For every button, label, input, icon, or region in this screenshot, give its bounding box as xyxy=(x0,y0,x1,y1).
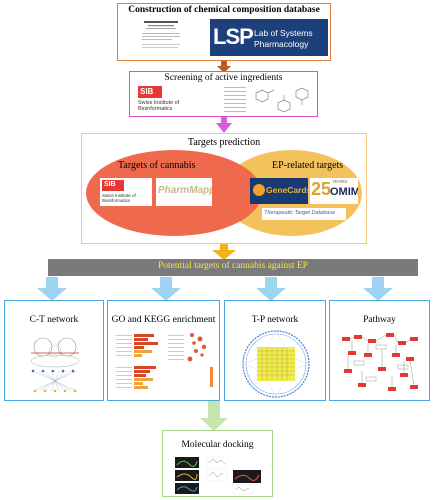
arrow-down-icon xyxy=(216,117,232,133)
ct-network-box: C-T network xyxy=(4,300,104,401)
database-box: Construction of chemical composition dat… xyxy=(117,3,331,61)
ttd-logo: Therapeutic Target Database xyxy=(262,208,346,220)
cannabis-targets-title: Targets of cannabis xyxy=(118,160,196,171)
docking-box: Molecular docking xyxy=(162,430,273,497)
pathway-thumbnail xyxy=(338,331,424,397)
arrow-down-icon xyxy=(151,277,181,301)
genecards-text: GeneCards xyxy=(266,185,308,195)
sib-mark: SIB xyxy=(104,181,116,188)
lsp-mark: LSP xyxy=(213,24,254,49)
go-kegg-thumbnail xyxy=(114,331,216,397)
go-kegg-box: GO and KEGG enrichment xyxy=(107,300,220,401)
lsp-line1: Lab of Systems xyxy=(254,28,313,38)
targets-title: Targets prediction xyxy=(187,137,261,148)
potential-targets-bar: Potential targets of cannabis against EP xyxy=(48,259,418,276)
sib-line2: Bioinformatics xyxy=(138,106,173,112)
ct-network-thumbnail xyxy=(25,331,85,397)
lsp-logo: LSP Lab of Systems Pharmacology xyxy=(210,19,328,56)
screening-box: Screening of active ingredients SIB Swis… xyxy=(129,71,318,117)
molecule-thumbnail xyxy=(222,85,314,115)
ttd-text: Therapeutic Target Database xyxy=(264,210,336,216)
lsp-line2: Pharmacology xyxy=(254,39,309,49)
genecards-logo: GeneCards xyxy=(250,178,308,204)
arrow-down-icon xyxy=(37,277,67,301)
omim-brand: OMIM xyxy=(330,186,358,198)
database-title: Construction of chemical composition dat… xyxy=(128,5,320,15)
pharmmapper-logo: PharmMapper xyxy=(156,178,212,206)
sib-logo: SIB Swiss Institute of Bioinformatics xyxy=(138,86,202,114)
arrow-down-icon xyxy=(363,277,393,301)
tp-network-title: T-P network xyxy=(251,315,299,325)
tp-network-thumbnail xyxy=(237,329,315,399)
omim-years-word: YEARS xyxy=(332,179,348,184)
pharmmapper-text: PharmMapper xyxy=(158,185,212,196)
sib-line2: Bioinformatics xyxy=(102,198,131,203)
arrow-down-icon xyxy=(256,277,286,301)
docking-thumbnail xyxy=(173,455,263,495)
screening-title: Screening of active ingredients xyxy=(164,73,283,83)
paper-thumbnail xyxy=(138,19,184,57)
ct-network-title: C-T network xyxy=(29,315,79,325)
sib-line1: Swiss Institute of xyxy=(138,100,180,106)
pathway-box: Pathway xyxy=(329,300,430,401)
arrow-down-icon xyxy=(200,401,228,431)
pathway-title: Pathway xyxy=(363,315,396,325)
tp-network-box: T-P network xyxy=(224,300,326,401)
sib-logo: SIB Swiss Institute of Bioinformatics xyxy=(100,178,152,206)
targets-box: Targets prediction Targets of cannabis E… xyxy=(81,133,367,244)
ep-targets-title: EP-related targets xyxy=(272,160,344,171)
sib-mark: SIB xyxy=(140,87,154,96)
go-kegg-title: GO and KEGG enrichment xyxy=(111,315,216,325)
sib-line1: Swiss Institute of xyxy=(102,193,136,198)
arrow-down-icon xyxy=(212,244,236,260)
omim-years-num: 25 xyxy=(311,179,332,199)
potential-targets-title: Potential targets of cannabis against EP xyxy=(158,261,308,271)
docking-title: Molecular docking xyxy=(181,440,254,450)
arrow-down-icon xyxy=(217,61,231,73)
omim-logo: 25 YEARS OMIM xyxy=(310,178,358,204)
